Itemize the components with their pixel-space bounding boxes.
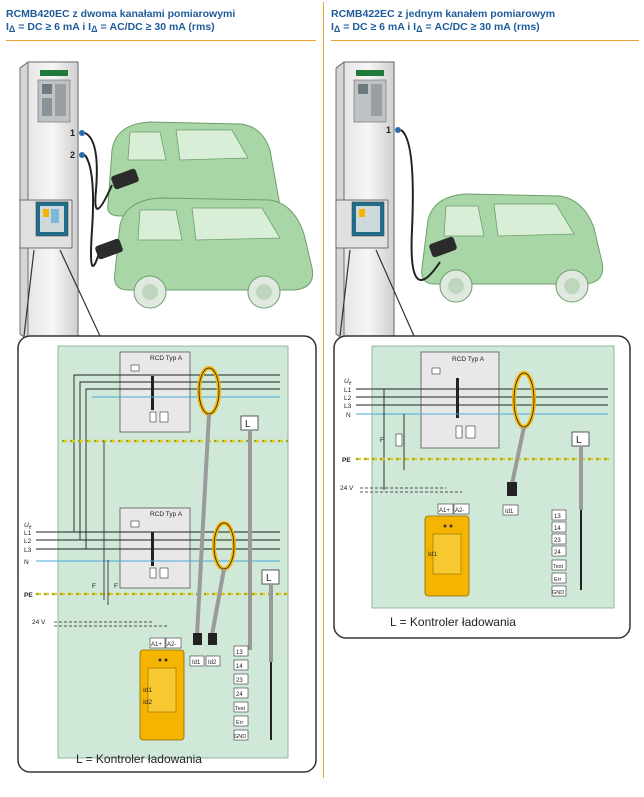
left-terminal-test: Test (235, 706, 246, 712)
right-id1-label: Id1 (505, 509, 514, 515)
left-controller-label-top: L (245, 419, 251, 430)
right-terminal-14: 14 (554, 526, 561, 532)
left-bus-bottom (36, 531, 280, 562)
left-device-id2: Id2 (143, 699, 152, 706)
right-a1-terminal: A1+ (439, 508, 450, 514)
left-charging-cables (84, 132, 139, 267)
right-sensor-plug (507, 482, 517, 496)
left-formula: IΔ = DC ≥ 6 mA i IΔ = AC/DC ≥ 30 mA (rms… (6, 21, 215, 34)
left-line-n: N (24, 559, 29, 566)
left-a2-terminal: A2- (167, 642, 176, 648)
left-car-front (114, 197, 314, 309)
left-rcd-top-label: RCD Typ A (150, 355, 183, 362)
left-line-l1: L1 (24, 530, 32, 537)
right-device-id1: Id1 (428, 551, 437, 558)
right-zoom-connector (339, 249, 415, 337)
left-terminal-gnd: GND (234, 734, 246, 740)
left-line-l3: L3 (24, 547, 32, 554)
right-rcd-label: RCD Typ A (452, 356, 485, 363)
right-fuse-label: F (380, 437, 384, 444)
left-terminal-block (233, 645, 249, 741)
right-terminal-24: 24 (554, 550, 561, 556)
right-bus (356, 388, 608, 490)
left-rcd-bottom-label: RCD Typ A (150, 511, 183, 518)
left-id1-label: Id1 (192, 660, 201, 666)
left-caption: L = Kontroler ładowania (76, 752, 202, 766)
right-car (421, 193, 604, 303)
left-a1-terminal: A1+ (151, 642, 162, 648)
left-port-1: 1 (70, 128, 75, 138)
left-terminal-14: 14 (236, 664, 243, 670)
right-charging-cable (400, 129, 457, 281)
right-rcmb-device (424, 515, 470, 597)
right-terminal-13: 13 (554, 514, 561, 520)
right-controller-label: L (576, 435, 582, 446)
left-ue-label: Ue (24, 522, 32, 531)
right-line-l1: L1 (344, 387, 352, 394)
right-terminal-test: Test (553, 564, 564, 570)
left-terminal-23: 23 (236, 678, 243, 684)
left-car-back (107, 121, 280, 217)
left-charging-pillar (19, 61, 85, 341)
left-terminal-24: 24 (236, 692, 243, 698)
left-sensor-plug-1 (193, 633, 202, 645)
column-divider (323, 2, 324, 778)
right-caption: L = Kontroler ładowania (390, 615, 516, 629)
left-id2-label: Id2 (208, 660, 217, 666)
left-zoom-connector (23, 249, 101, 337)
left-port-2: 2 (70, 150, 75, 160)
left-terminal-err: Err (236, 720, 244, 726)
right-terminal-gnd: GND (552, 590, 564, 596)
right-line-l2: L2 (344, 395, 352, 402)
right-title-block: RCMB422EC z jednym kanałem pomiarowym IΔ… (331, 8, 555, 36)
left-terminal-13: 13 (236, 650, 243, 656)
right-ue-label: Ue (344, 378, 352, 387)
left-fuse-label-2: F (114, 583, 118, 590)
right-a2-terminal: A2- (455, 508, 464, 514)
left-bus-top (73, 374, 280, 549)
right-charging-pillar (335, 61, 401, 341)
left-sensor-plug-2 (208, 633, 217, 645)
right-terminal-23: 23 (554, 538, 561, 544)
right-terminal-err: Err (554, 577, 562, 583)
right-port-1: 1 (386, 125, 391, 135)
left-title: RCMB420EC z dwoma kanałami pomiarowymi (6, 8, 236, 20)
right-line-n: N (346, 412, 351, 419)
right-line-l3: L3 (344, 403, 352, 410)
left-title-rule (6, 40, 316, 41)
left-title-block: RCMB420EC z dwoma kanałami pomiarowymi I… (6, 8, 235, 36)
right-24v-label: 24 V (340, 485, 354, 492)
left-24v-label: 24 V (32, 619, 46, 626)
right-pe-label: PE (342, 457, 351, 464)
left-pe-label: PE (24, 592, 33, 599)
left-rcmb-device (139, 649, 185, 741)
left-fuse-label-1: F (92, 583, 96, 590)
left-device-id1: Id1 (143, 687, 152, 694)
right-formula: IΔ = DC ≥ 6 mA i IΔ = AC/DC ≥ 30 mA (rms… (331, 21, 540, 34)
right-title: RCMB422EC z jednym kanałem pomiarowym (331, 8, 556, 20)
left-controller-label-mid: L (266, 573, 272, 584)
left-line-l2: L2 (24, 538, 32, 545)
right-terminal-block (551, 509, 567, 597)
right-title-rule (331, 40, 639, 41)
